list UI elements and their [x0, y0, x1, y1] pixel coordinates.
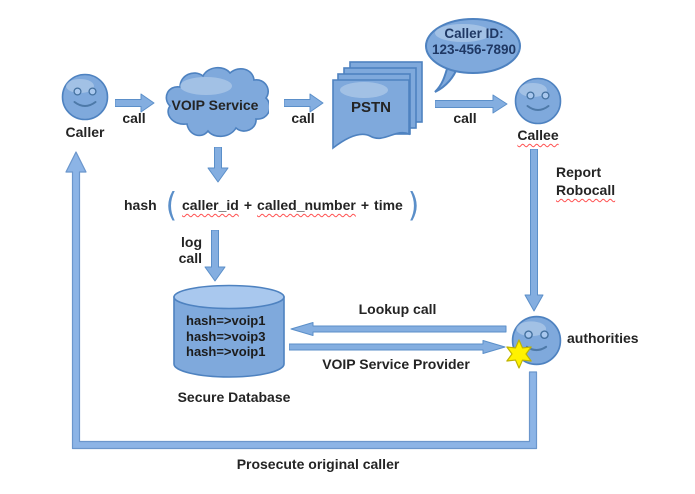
call-label-1: call [122, 110, 146, 126]
caller-id-term: caller_id [182, 197, 239, 213]
prosecute-label: Prosecute original caller [236, 456, 400, 472]
voip-service-cloud [165, 66, 269, 138]
db-row-1: hash=>voip1 [186, 313, 266, 328]
lookup-call-label: Lookup call [358, 301, 437, 317]
called-number-term: called_number [257, 197, 356, 213]
report-robocall-label: Report Robocall [556, 164, 616, 198]
secure-database-label: Secure Database [177, 389, 291, 405]
voip-down-arrow [207, 147, 229, 183]
call-arrow-2 [284, 93, 324, 113]
plus-operator-1: + [243, 197, 253, 213]
close-paren: ) [407, 185, 420, 225]
pstn-label: PSTN [350, 99, 391, 116]
caller-id-bubble [425, 18, 521, 93]
prosecute-path-arrow [65, 151, 538, 450]
secure-database-cylinder [173, 284, 285, 378]
hash-function: hash [124, 197, 157, 213]
open-paren: ( [165, 185, 178, 225]
hash-formula: hash ( caller_id + called_number + time … [124, 189, 419, 221]
caller-id-line2: 123-456-7890 [431, 42, 517, 57]
database-rows: hash=>voip1 hash=>voip3 hash=>voip1 [186, 313, 265, 360]
caller-id-text: Caller ID: 123-456-7890 [428, 26, 520, 58]
plus-operator-2: + [360, 197, 370, 213]
time-term: time [374, 197, 403, 213]
lookup-call-arrow [290, 322, 507, 336]
log-call-label: log call [178, 234, 202, 266]
pstn-pages [332, 61, 423, 150]
voip-service-label: VOIP Service [171, 97, 259, 113]
report-robocall-arrow [524, 149, 544, 312]
call-arrow-1 [115, 93, 155, 113]
call-label-3: call [453, 110, 477, 126]
voip-service-provider-label: VOIP Service Provider [322, 356, 470, 372]
call-label-2: call [291, 110, 315, 126]
caller-id-line1: Caller ID: [444, 26, 504, 41]
sheriff-star-icon [506, 339, 532, 369]
callee-label: Callee [517, 127, 559, 143]
db-row-2: hash=>voip3 [186, 328, 266, 344]
caller-face-icon [61, 73, 109, 121]
callee-face-icon [514, 77, 562, 125]
caller-label: Caller [65, 124, 105, 140]
authorities-label: authorities [567, 330, 639, 346]
db-row-3: hash=>voip1 [186, 344, 266, 359]
log-call-arrow [204, 230, 226, 282]
voip-service-provider-arrow [289, 340, 506, 354]
call-arrow-3 [435, 94, 508, 114]
